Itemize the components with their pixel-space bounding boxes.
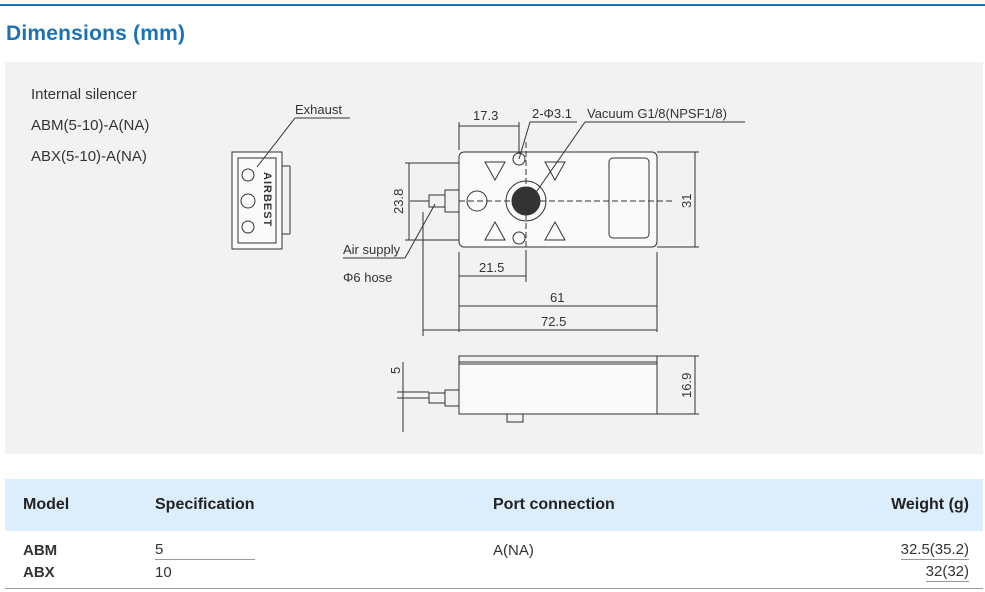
dim-value-8: 16.9 <box>679 373 694 398</box>
vacuum-callout: Vacuum G1/8(NPSF1/8) <box>587 106 727 121</box>
dim-value-4: 61 <box>550 290 564 305</box>
cell-model: ABM <box>23 541 58 559</box>
table-header-row: Model Specification Port connection Weig… <box>5 479 983 531</box>
technical-drawing: AIRBEST Exhaust 2-Φ3.1 Vacuum G1/8(NPSF1… <box>231 102 745 432</box>
caption-line-2: ABM(5-10)-A(NA) <box>31 117 150 134</box>
top-rule <box>0 4 985 6</box>
dim-value-3: 21.5 <box>479 260 504 275</box>
table-row: ABX 10 32(32) <box>5 561 983 583</box>
dimension-drawing-panel: Internal silencer ABM(5-10)-A(NA) ABX(5-… <box>5 62 983 454</box>
section-title: Dimensions (mm) <box>6 22 186 45</box>
dim-value-5: 72.5 <box>541 314 566 329</box>
dim-value-2: 23.8 <box>391 189 406 214</box>
dim-value-7: 5 <box>388 367 403 374</box>
hole-callout: 2-Φ3.1 <box>532 106 572 121</box>
cell-weight: 32(32) <box>925 562 969 582</box>
header-specification: Specification <box>155 496 255 513</box>
cell-specification: 5 <box>155 541 255 560</box>
cell-weight: 32.5(35.2) <box>900 540 969 560</box>
top-view <box>343 121 745 336</box>
dim-value-6: 31 <box>679 194 694 208</box>
exhaust-callout: Exhaust <box>295 102 342 117</box>
caption-line-3: ABX(5-10)-A(NA) <box>31 148 147 165</box>
header-weight: Weight (g) <box>891 496 969 513</box>
bottom-rule <box>5 588 983 589</box>
brand-label: AIRBEST <box>261 172 273 227</box>
cell-port: A(NA) <box>493 541 534 559</box>
air-supply-callout: Air supply <box>343 242 401 257</box>
cell-port <box>475 561 849 583</box>
dim-value-1: 17.3 <box>473 108 498 123</box>
front-view <box>397 355 699 432</box>
side-view <box>231 117 350 250</box>
hose-callout: Φ6 hose <box>343 270 392 285</box>
cell-model: ABX <box>23 563 55 581</box>
header-model: Model <box>23 496 70 513</box>
cell-specification: 10 <box>155 563 172 581</box>
table-row: ABM 5 A(NA) 32.5(35.2) <box>5 539 983 561</box>
caption-line-1: Internal silencer <box>31 86 137 103</box>
specification-table: Model Specification Port connection Weig… <box>5 479 983 583</box>
header-port: Port connection <box>493 496 615 513</box>
